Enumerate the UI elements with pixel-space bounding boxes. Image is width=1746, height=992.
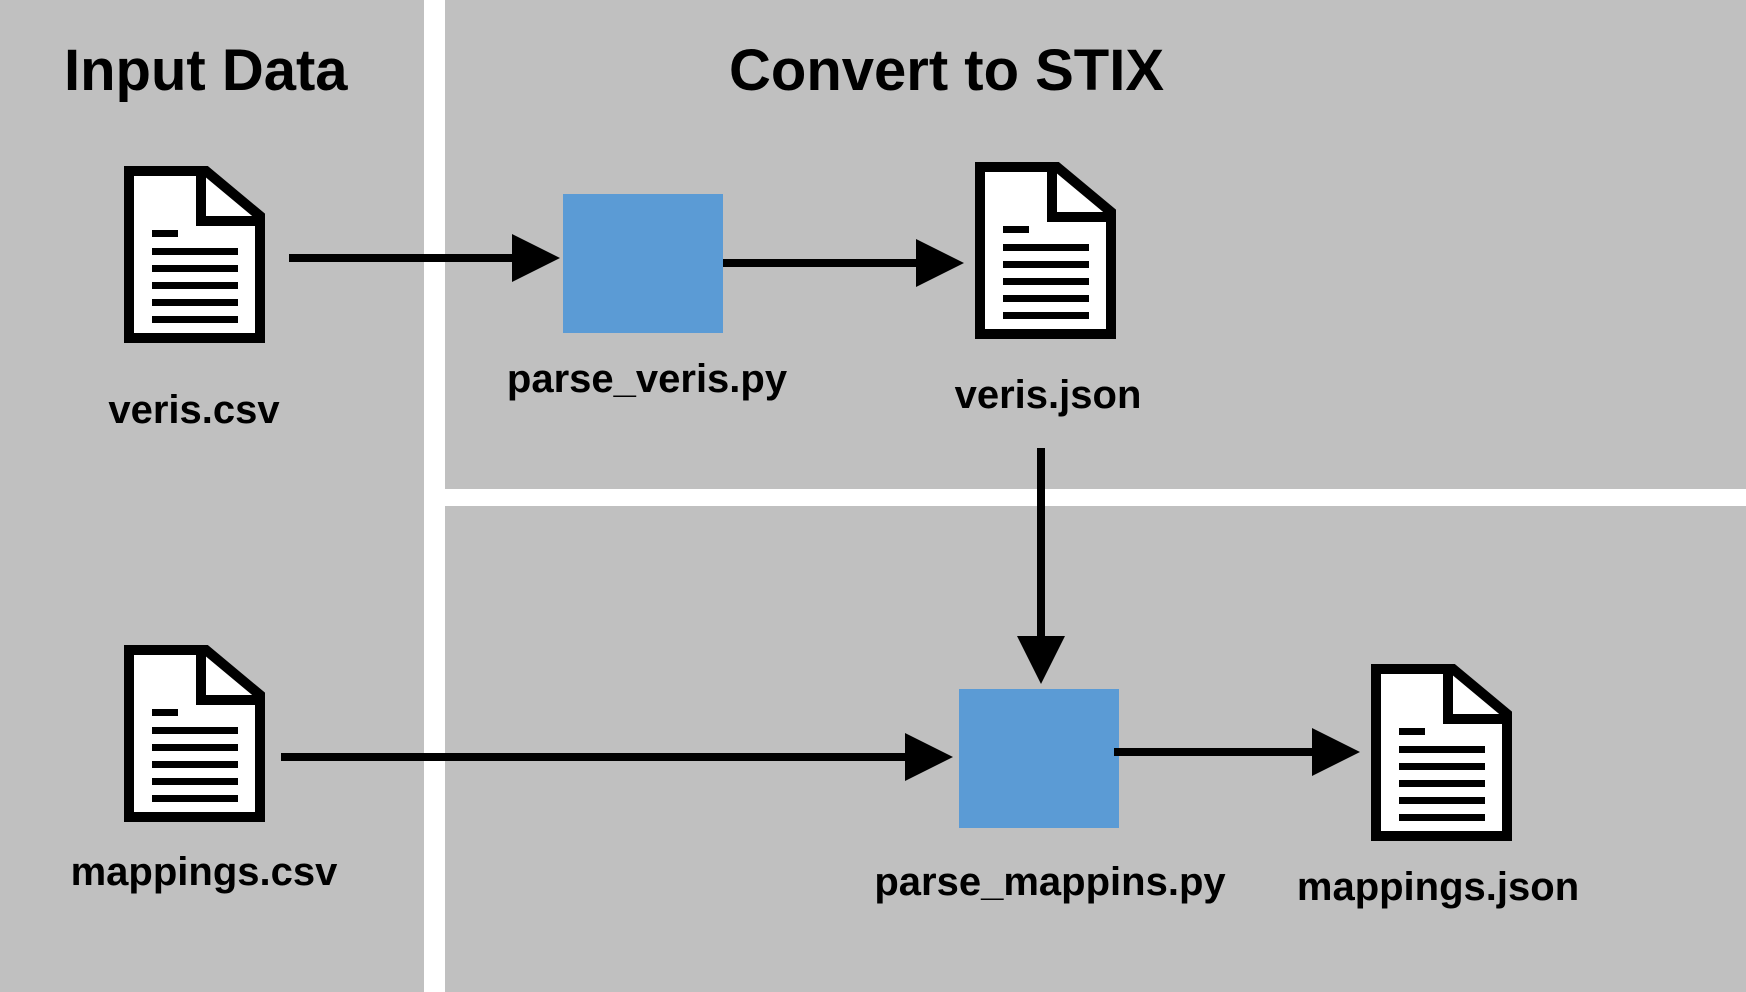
veris-csv-label: veris.csv — [108, 388, 280, 432]
mappings-csv-label: mappings.csv — [70, 850, 338, 894]
parse-veris-process-box — [563, 194, 723, 333]
convert-to-stix-heading: Convert to STIX — [729, 38, 1165, 103]
mappings-json-document-icon — [1371, 664, 1512, 841]
parse-mappins-process-box — [959, 689, 1119, 828]
veris-csv-document-icon — [124, 166, 265, 343]
veris-json-document-icon — [975, 162, 1116, 339]
parse-mappins-label: parse_mappins.py — [874, 860, 1226, 904]
input-data-panel — [0, 0, 424, 992]
parse-veris-label: parse_veris.py — [506, 357, 788, 401]
mappings-json-label: mappings.json — [1296, 865, 1580, 909]
input-data-heading: Input Data — [64, 38, 348, 103]
veris-json-label: veris.json — [954, 373, 1142, 417]
mappings-csv-document-icon — [124, 645, 265, 822]
